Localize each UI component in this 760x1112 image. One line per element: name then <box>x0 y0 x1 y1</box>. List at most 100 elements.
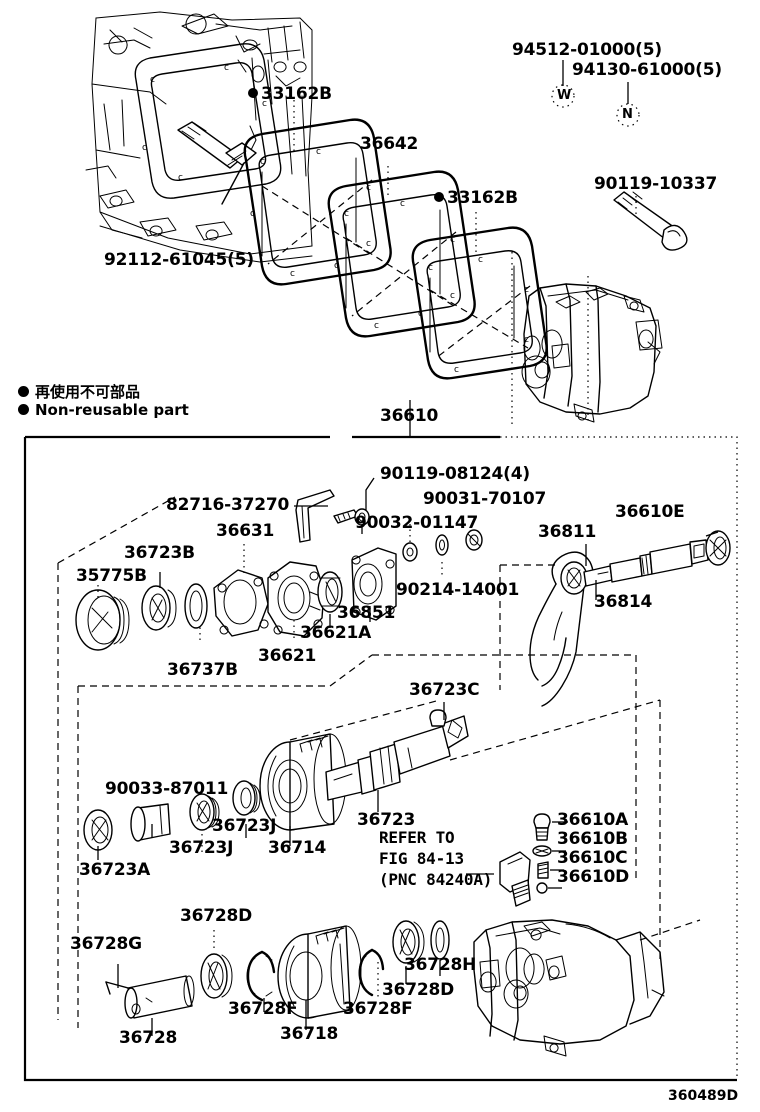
svg-text:c: c <box>478 255 483 265</box>
label-36723a: 36723A <box>79 860 151 880</box>
svg-text:c: c <box>450 291 455 301</box>
part-82716-37270 <box>295 489 335 543</box>
parts-36610-abcd <box>532 813 552 894</box>
label-90119-10337: 90119-10337 <box>594 174 718 194</box>
label-36723b: 36723B <box>124 543 195 563</box>
label-90119-08124: 90119-08124(4) <box>380 464 530 484</box>
refer-to-line1: REFER TO <box>379 828 455 847</box>
part-36723b <box>141 585 177 631</box>
part-36723j-2 <box>232 780 261 816</box>
part-36737b <box>184 583 208 629</box>
small-fasteners <box>333 508 483 562</box>
upper-lead-lines <box>293 60 640 256</box>
svg-text:c: c <box>374 321 379 331</box>
part-36631 <box>213 569 269 637</box>
part-36723j-1 <box>189 793 220 831</box>
svg-text:c: c <box>224 63 229 73</box>
legend-en: Non-reusable part <box>18 401 189 419</box>
label-36728d-right: 36728D <box>382 980 455 1000</box>
svg-text:c: c <box>334 261 339 271</box>
marker-w: W <box>557 88 572 103</box>
svg-text:c: c <box>344 209 349 219</box>
label-35775b: 35775B <box>76 566 147 586</box>
subregion-dividers <box>57 496 701 1028</box>
gasket-36642: c c c c c c <box>327 170 476 338</box>
svg-text:c: c <box>260 157 265 167</box>
nonreusable-dot-icon <box>18 404 29 415</box>
label-90214-14001: 90214-14001 <box>396 580 520 600</box>
part-84240a-switch <box>499 851 531 907</box>
label-36728h: 36728H <box>404 955 477 975</box>
label-36737b: 36737B <box>167 660 238 680</box>
legend-jp: 再使用不可部品 <box>18 381 140 402</box>
svg-text:c: c <box>178 173 183 183</box>
svg-text:c: c <box>262 99 267 109</box>
label-33162b-lower: 33162B <box>434 190 518 207</box>
part-36728f-2 <box>358 948 385 997</box>
svg-text:c: c <box>316 147 321 157</box>
label-36723j-right: 36723J <box>212 816 277 836</box>
part-90033-87011 <box>130 803 171 842</box>
svg-text:c: c <box>290 269 295 279</box>
label-36728: 36728 <box>119 1028 178 1048</box>
label-90032-01147: 90032-01147 <box>355 513 479 533</box>
svg-text:c: c <box>524 285 529 295</box>
label-36814: 36814 <box>594 592 653 612</box>
assembly-title-36610: 36610 <box>380 406 439 426</box>
label-36714: 36714 <box>268 838 327 858</box>
shift-lever-housing-upper <box>511 252 663 424</box>
shift-lever-housing-lower <box>473 919 665 1057</box>
part-36723c <box>429 709 447 727</box>
svg-text:c: c <box>454 365 459 375</box>
label-36621: 36621 <box>258 646 317 666</box>
part-36610e <box>705 530 731 566</box>
label-36811: 36811 <box>538 522 597 542</box>
svg-text:c: c <box>450 235 455 245</box>
svg-text:c: c <box>418 309 423 319</box>
label-94130-61000: 94130-61000(5) <box>572 60 722 80</box>
label-92112-61045: 92112-61045(5) <box>104 250 254 270</box>
label-36610e: 36610E <box>615 502 685 522</box>
svg-text:c: c <box>428 263 433 273</box>
label-36728d-left: 36728D <box>180 906 253 926</box>
svg-text:c: c <box>400 199 405 209</box>
part-36714-gear <box>259 733 347 831</box>
refer-to-line2: FIG 84-13 <box>379 849 464 868</box>
label-36642: 36642 <box>360 134 419 154</box>
marker-n: N <box>622 107 633 122</box>
refer-to-line3: (PNC 84240A) <box>379 870 493 889</box>
part-35775b <box>75 589 130 651</box>
transmission-case-outline <box>85 11 313 263</box>
label-36728f-left: 36728F <box>228 999 298 1019</box>
label-36621a: 36621A <box>300 623 372 643</box>
label-90031-70107: 90031-70107 <box>423 489 547 509</box>
part-36723a <box>83 809 113 851</box>
svg-text:c: c <box>142 143 147 153</box>
label-36723: 36723 <box>357 810 416 830</box>
svg-text:c: c <box>150 75 155 85</box>
label-36610a: 36610A <box>557 810 629 830</box>
main-lead-lines <box>97 477 719 1036</box>
label-33162b-upper: 33162B <box>248 86 332 103</box>
label-36718: 36718 <box>280 1024 339 1044</box>
label-94512-01000: 94512-01000(5) <box>512 40 662 60</box>
svg-text:c: c <box>366 183 371 193</box>
bolt-90119-10337 <box>613 191 688 251</box>
part-36621a <box>351 547 397 621</box>
part-36728f-1 <box>246 950 276 1002</box>
part-36728d-1 <box>200 953 233 999</box>
part-36728g <box>105 981 129 995</box>
stud-bolt-92112 <box>177 121 257 205</box>
label-36610d: 36610D <box>557 867 630 887</box>
part-36811-shift-fork <box>529 551 594 707</box>
figure-code: 360489D <box>668 1088 739 1104</box>
part-36728d-2 <box>392 920 425 964</box>
label-36610b: 36610B <box>557 829 628 849</box>
nonreusable-dot-icon <box>18 386 29 397</box>
main-assembly-box <box>23 400 738 1082</box>
label-36610c: 36610C <box>557 848 628 868</box>
nonreusable-dot-icon <box>434 192 444 202</box>
label-36631: 36631 <box>216 521 275 541</box>
